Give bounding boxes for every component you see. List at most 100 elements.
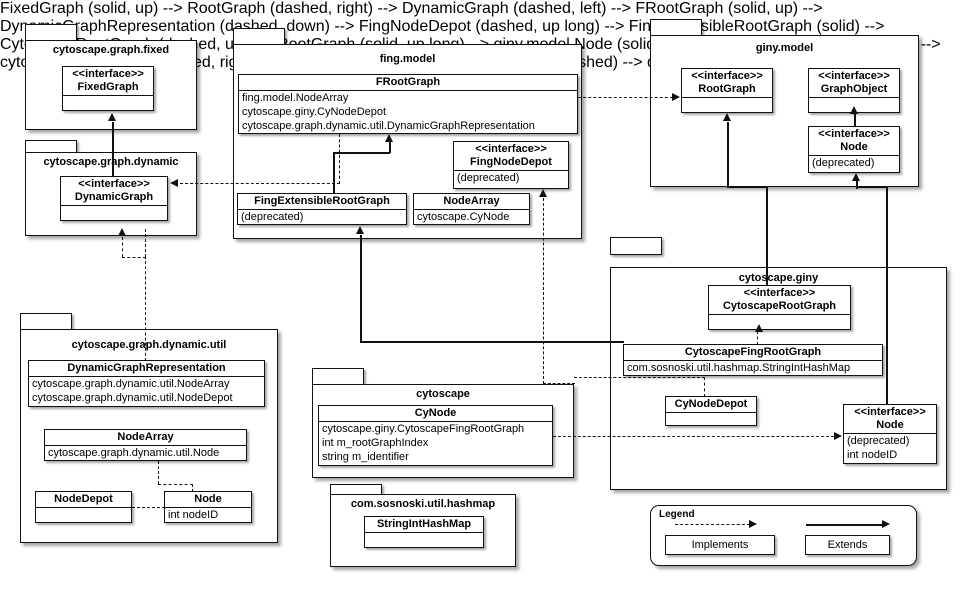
class-name: Node xyxy=(194,493,222,505)
class-dynutil-NodeArray[interactable]: NodeArray cytoscape.graph.dynamic.util.N… xyxy=(44,429,247,461)
legend-title: Legend xyxy=(659,509,695,520)
class-name: DynamicGraph xyxy=(74,191,154,203)
arrowhead-implements xyxy=(755,324,763,332)
class-name: DynamicGraphRepresentation xyxy=(67,362,226,374)
edge-frootgraph-implements-dynamicgraph xyxy=(180,183,340,184)
class-attributes: (deprecated) xyxy=(809,156,899,170)
class-attributes: com.sosnoski.util.hashmap.StringIntHashM… xyxy=(624,361,882,375)
attribute: cytoscape.graph.dynamic.util.NodeDepot xyxy=(32,392,233,404)
package-title: cytoscape.graph.dynamic.util xyxy=(71,339,227,351)
class-NodeDepot[interactable]: NodeDepot xyxy=(35,491,132,523)
attribute: cytoscape.giny.CyNodeDepot xyxy=(242,106,387,118)
class-attributes: cytoscape.graph.dynamic.util.NodeArray c… xyxy=(29,377,264,405)
class-name: NodeArray xyxy=(117,431,174,443)
package-tab xyxy=(610,237,662,255)
attribute: cytoscape.CyNode xyxy=(417,211,510,223)
class-header: <<interface>> GraphObject xyxy=(809,69,899,98)
arrowhead-extends xyxy=(356,226,364,234)
class-name: CytoscapeRootGraph xyxy=(722,300,837,312)
attribute: int nodeID xyxy=(168,509,219,521)
class-FRootGraph[interactable]: FRootGraph fing.model.NodeArray cytoscap… xyxy=(238,74,578,134)
class-attributes: cytoscape.giny.CytoscapeFingRootGraph in… xyxy=(319,422,552,464)
class-attributes xyxy=(63,96,153,108)
class-DynamicGraphRepresentation[interactable]: DynamicGraphRepresentation cytoscape.gra… xyxy=(28,360,265,407)
edge-cynode-implements-fingnodedepot xyxy=(543,198,544,384)
class-FixedGraph[interactable]: <<interface>> FixedGraph xyxy=(62,66,154,111)
arrowhead-implements xyxy=(672,93,680,101)
attribute: (deprecated) xyxy=(812,157,875,169)
edge-cyfingroot-extends-fingext xyxy=(360,235,362,342)
package-title: cytoscape xyxy=(416,388,470,400)
class-giny-Node[interactable]: <<interface>> Node (deprecated) xyxy=(808,126,900,173)
class-CyNodeDepot[interactable]: CyNodeDepot xyxy=(665,396,757,426)
edge-nodedepot-implements-dynnode xyxy=(132,507,165,508)
class-fing-NodeArray[interactable]: NodeArray cytoscape.CyNode xyxy=(413,193,530,225)
arrowhead-extends xyxy=(108,113,116,121)
package-title: giny.model xyxy=(755,42,814,54)
legend-implements-arrow-line xyxy=(675,524,750,525)
class-StringIntHashMap[interactable]: StringIntHashMap xyxy=(364,516,484,548)
edge-riser xyxy=(122,237,123,257)
class-FingNodeDepot[interactable]: <<interface>> FingNodeDepot (deprecated) xyxy=(453,141,569,189)
class-attributes: fing.model.NodeArray cytoscape.giny.CyNo… xyxy=(239,91,577,133)
attribute: cytoscape.graph.dynamic.util.NodeArray xyxy=(32,378,230,390)
class-CyNode[interactable]: CyNode cytoscape.giny.CytoscapeFingRootG… xyxy=(318,405,553,466)
package-title: cytoscape.graph.dynamic xyxy=(43,156,179,168)
stereotype-label: <<interface>> xyxy=(691,70,763,82)
class-name: NodeDepot xyxy=(54,493,113,505)
class-name: GraphObject xyxy=(820,83,888,95)
edge-segment xyxy=(727,122,729,187)
stereotype-label: <<interface>> xyxy=(818,70,890,82)
stereotype-label: <<interface>> xyxy=(475,143,547,155)
class-DynamicGraph[interactable]: <<interface>> DynamicGraph xyxy=(60,176,168,221)
class-name: Node xyxy=(876,419,904,431)
class-RootGraph[interactable]: <<interface>> RootGraph xyxy=(681,68,773,113)
package-title: cytoscape.graph.fixed xyxy=(52,44,170,56)
stereotype-label: <<interface>> xyxy=(78,178,150,190)
legend-extends-label: Extends xyxy=(805,535,890,555)
edge-segment xyxy=(389,142,391,153)
stereotype-label: <<interface>> xyxy=(818,128,890,140)
attribute: com.sosnoski.util.hashmap.StringIntHashM… xyxy=(627,362,851,374)
class-cytoscape-giny-Node[interactable]: <<interface>> Node (deprecated) int node… xyxy=(843,404,937,464)
class-name: CyNode xyxy=(414,407,457,419)
class-attributes xyxy=(365,533,483,545)
arrowhead-implements xyxy=(834,432,842,440)
attribute: cytoscape.graph.dynamic.util.Node xyxy=(48,447,220,459)
class-header: <<interface>> DynamicGraph xyxy=(61,177,167,206)
arrowhead-extends xyxy=(852,173,860,181)
class-header: CytoscapeFingRootGraph xyxy=(624,345,882,361)
attribute: (deprecated) xyxy=(241,211,304,223)
edge-cyginynode-extends-ginynode xyxy=(886,186,888,405)
class-name: CytoscapeFingRootGraph xyxy=(684,346,822,358)
edge-dynamicgraph-extends-fixedgraph xyxy=(112,122,114,177)
class-CytoscapeRootGraph[interactable]: <<interface>> CytoscapeRootGraph xyxy=(708,285,851,330)
class-CytoscapeFingRootGraph[interactable]: CytoscapeFingRootGraph com.sosnoski.util… xyxy=(623,344,883,376)
edge-cynode-implements-cyginynode xyxy=(553,436,834,437)
edge-segment xyxy=(145,256,146,361)
class-header: CyNode xyxy=(319,406,552,422)
class-header: NodeDepot xyxy=(36,492,131,508)
class-attributes: (deprecated) xyxy=(238,210,406,224)
edge-segment xyxy=(574,377,705,378)
attribute: fing.model.NodeArray xyxy=(242,92,349,104)
class-name: FRootGraph xyxy=(375,76,441,88)
class-attributes xyxy=(61,206,167,218)
arrowhead-extends xyxy=(385,134,393,142)
class-GraphObject[interactable]: <<interface>> GraphObject xyxy=(808,68,900,113)
stereotype-label: <<interface>> xyxy=(854,406,926,418)
class-dynutil-Node[interactable]: Node int nodeID xyxy=(164,491,252,523)
class-attributes: cytoscape.graph.dynamic.util.Node xyxy=(45,446,246,460)
attribute: int nodeID xyxy=(847,449,898,461)
class-name: StringIntHashMap xyxy=(376,518,472,530)
edge-segment xyxy=(856,186,888,188)
class-FingExtensibleRootGraph[interactable]: FingExtensibleRootGraph (deprecated) xyxy=(237,193,407,225)
package-title: fing.model xyxy=(379,53,436,65)
class-name: NodeArray xyxy=(443,195,500,207)
class-attributes: int nodeID xyxy=(165,508,251,522)
edge-frootgraph-implements-rootgraph xyxy=(578,97,673,98)
attribute: cytoscape.graph.dynamic.util.DynamicGrap… xyxy=(242,120,535,132)
legend-implements-arrowhead xyxy=(749,520,757,528)
edge-segment xyxy=(339,134,340,184)
